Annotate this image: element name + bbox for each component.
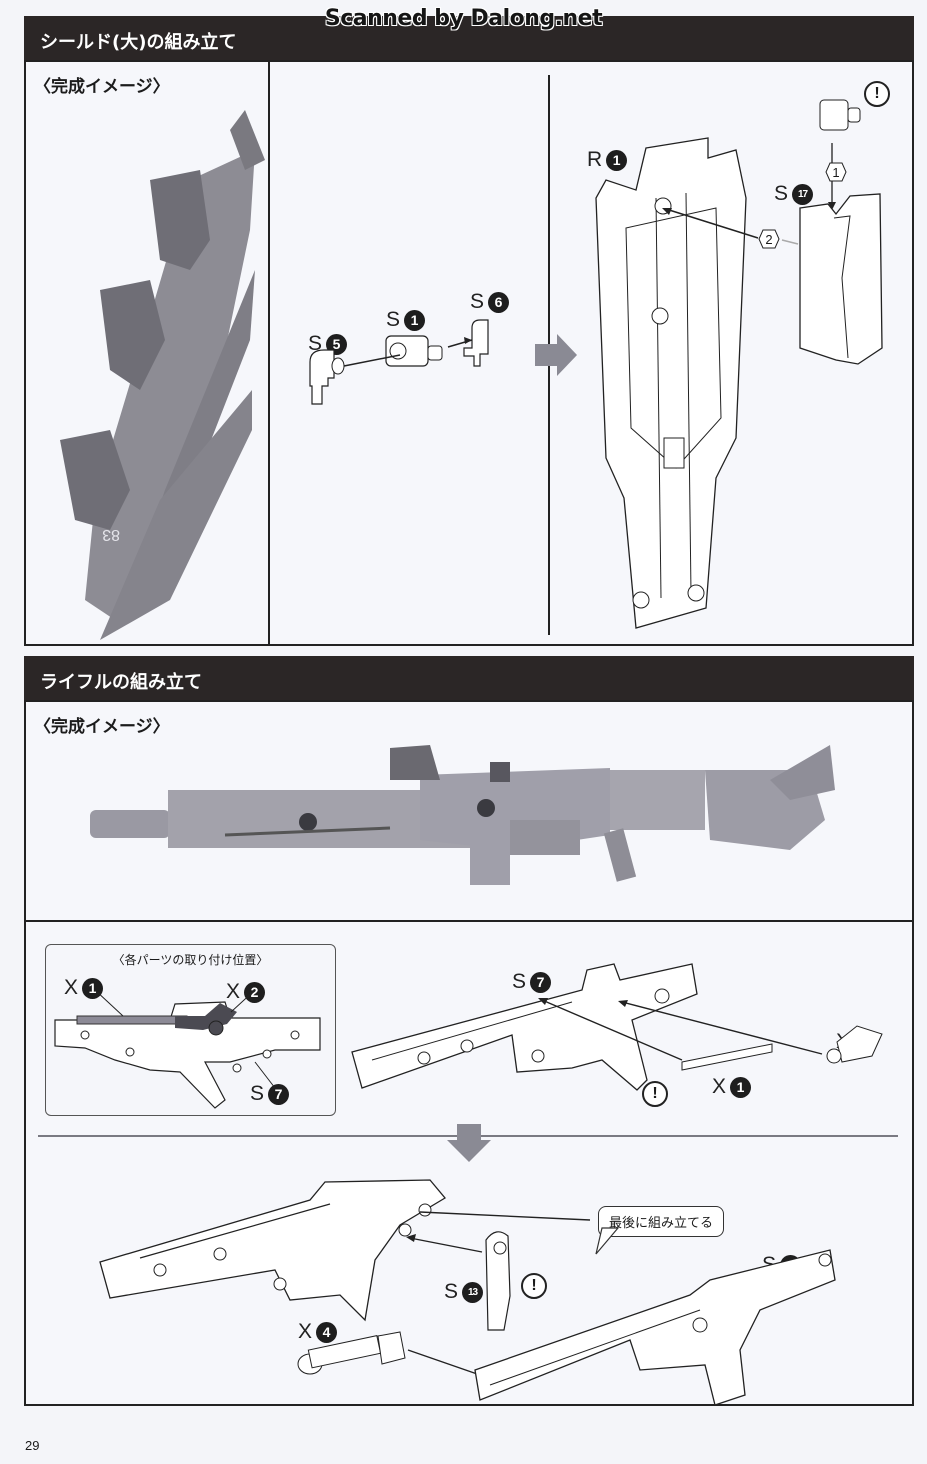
rifle-step2-body-drawing <box>99 1179 446 1322</box>
svg-text:83: 83 <box>102 526 120 543</box>
rifle-completed-image-label: 〈完成イメージ〉 <box>34 717 170 737</box>
assemble-last-callout: 最後に組み立てる <box>598 1206 725 1237</box>
warning-icon: ! <box>642 1081 668 1107</box>
callout-pointer <box>595 1227 620 1255</box>
divider <box>268 60 270 646</box>
rifle-section-header: ライフルの組み立て <box>24 656 914 700</box>
warning-icon: ! <box>521 1273 547 1299</box>
inset-title: 〈各パーツの取り付け位置〉 <box>112 953 269 967</box>
page-number: 29 <box>25 1438 40 1453</box>
divider <box>24 920 914 922</box>
next-step-arrow-icon <box>535 334 577 376</box>
shield-section-header: シールド(大)の組み立て <box>24 16 914 60</box>
assembly-arrow <box>662 208 799 245</box>
warning-icon: ! <box>864 81 890 107</box>
inset-drawing <box>54 989 321 1109</box>
shield-step1-drawing <box>309 319 489 405</box>
order-marker-1: 1 <box>825 162 847 182</box>
shield-completed-image-label: 〈完成イメージ〉 <box>34 77 170 97</box>
shield-frame-r1-drawing <box>595 137 747 629</box>
rifle-step2-parts-drawing <box>297 1211 836 1406</box>
rifle-completed-image <box>90 745 835 885</box>
order-marker-2: 2 <box>758 229 780 249</box>
next-step-arrow-icon <box>447 1124 491 1162</box>
rifle-step1-drawing <box>351 963 883 1091</box>
shield-completed-image: 83 <box>60 110 265 640</box>
watermark: Scanned by Dalong.net <box>324 6 603 31</box>
shield-part-s17-drawing <box>799 99 883 365</box>
